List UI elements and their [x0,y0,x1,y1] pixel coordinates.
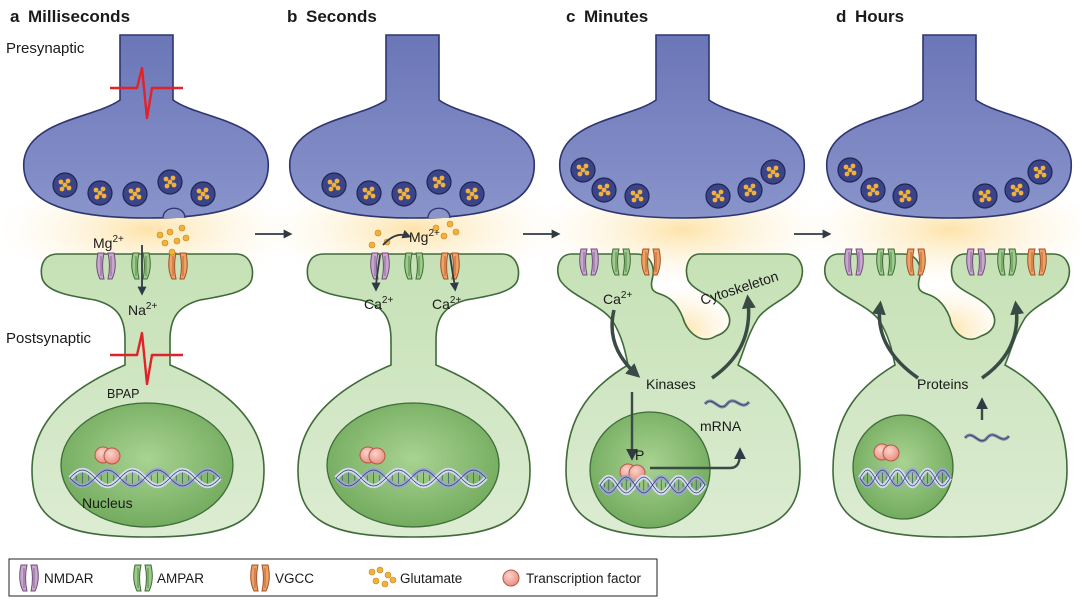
legend-glutamate-icon [368,566,397,588]
ampar-receptor-icon [876,248,896,276]
panel-title-b: b Seconds [287,7,377,26]
panel-title-b-text: Seconds [306,7,377,26]
ca-to-kinase-arrow [610,309,641,378]
bpap-label: BPAP [107,387,139,401]
panel-title-d: d Hours [836,7,904,26]
glutamate-icon [368,220,460,249]
legend-ampar-icon [133,564,153,592]
ampar-receptor-icon [997,248,1017,276]
panel-title-c-text: Minutes [584,7,648,26]
vgcc-receptor-icon [168,252,188,280]
nmdar-receptor-icon [370,252,390,280]
legend-vgcc-label: VGCC [275,571,314,586]
mrna-label: mRNA [700,418,742,434]
transcription-factor-icon [359,446,386,465]
ca-label-nmdar: Ca2+ [364,295,393,312]
legend-tf-label: Transcription factor [526,571,642,586]
nmdar-receptor-icon [96,252,116,280]
action-potential [110,66,183,120]
dna-helix-icon [334,467,488,489]
ampar-receptor-icon [131,252,151,280]
dna-helix-icon [858,467,952,489]
nmdar-receptor-icon [579,248,599,276]
presynaptic-terminal [826,34,1073,219]
synaptic-vesicles [52,169,216,207]
legend-vgcc-icon [250,564,270,592]
mg-label: Mg2+ [93,234,124,251]
postsynaptic-label: Postsynaptic [6,330,92,347]
synaptic-vesicles [837,157,1053,209]
svg-text:b: b [287,7,297,26]
nucleus [326,402,500,528]
svg-text:c: c [566,7,575,26]
legend: NMDAR AMPAR VGCC Glutamate Transcription… [8,558,658,597]
legend-glutamate-label: Glutamate [400,571,462,586]
legend-nmdar-icon [19,564,39,592]
svg-text:a: a [10,7,20,26]
mrna-strand-icon [963,433,1011,443]
legend-nmdar-label: NMDAR [44,571,94,586]
nucleus [852,414,954,520]
legend-transcription-factor-icon [502,569,520,587]
ca-label-vgcc: Ca2+ [432,295,461,312]
synaptic-vesicles [570,157,786,209]
svg-text:d: d [836,7,846,26]
transcription-arrow [650,447,746,470]
ca-influx-arrow-vgcc [449,254,459,292]
nucleus-label: Nucleus [82,495,133,511]
ampar-receptor-icon [611,248,631,276]
dna-helix-icon [68,467,222,489]
ampar-receptor-icon [404,252,424,280]
panel-d: Proteins [823,34,1073,538]
panel-c: Ca2+ Cytoskeleton Kinases P mRNA [556,34,806,538]
presynaptic-terminal [23,34,270,219]
mrna-strand-icon [703,399,751,409]
bpap-potential [110,331,183,386]
na-label: Na2+ [128,301,157,318]
kinases-label: Kinases [646,376,696,392]
mg-expel-arrow [382,229,412,246]
panel-title-d-text: Hours [855,7,904,26]
panel-title-a: a Milliseconds [10,7,130,26]
transcription-factor-icon [873,443,900,462]
mg-label: Mg2+ [409,228,440,245]
synaptic-vesicles [321,169,485,207]
phospho-label: P [635,447,644,463]
nucleus [60,402,234,528]
protein-to-left-spine-arrow [871,300,919,380]
protein-to-right-spine-arrow [981,300,1025,380]
transcription-factor-icon [94,446,121,465]
glutamate-icon [156,224,190,256]
panel-title-c: c Minutes [566,7,648,26]
presynaptic-label: Presynaptic [6,40,85,57]
vgcc-receptor-icon [1027,248,1047,276]
nmdar-receptor-icon [844,248,864,276]
ca-label: Ca2+ [603,290,632,307]
ca-influx-arrow-nmdar [371,254,381,292]
nucleus [589,411,711,529]
panel-b: Mg2+ Ca2+ Ca2+ [289,34,536,538]
panel-title-a-text: Milliseconds [28,7,130,26]
vgcc-receptor-icon [906,248,926,276]
presynaptic-terminal [289,34,536,219]
nmdar-receptor-icon [966,248,986,276]
presynaptic-terminal [559,34,806,219]
dna-helix-icon [598,474,707,496]
legend-ampar-label: AMPAR [157,571,204,586]
kinase-to-cytoskeleton-arrow [711,294,756,380]
vgcc-receptor-icon [440,252,460,280]
vgcc-receptor-icon [641,248,661,276]
panel-a: Mg2+ Na2+ BPAP Nucleus [23,34,270,538]
proteins-label: Proteins [917,376,968,392]
